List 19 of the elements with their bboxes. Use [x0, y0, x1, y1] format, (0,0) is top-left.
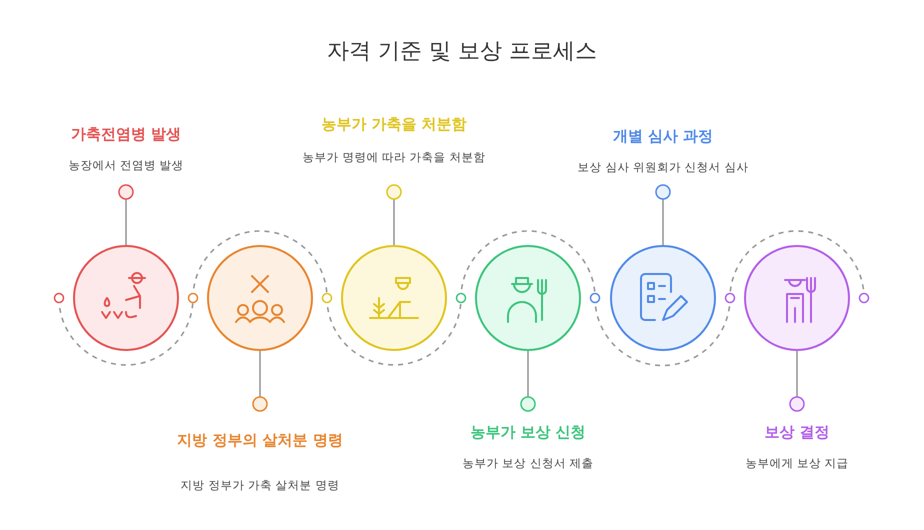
leader-line — [252, 351, 268, 412]
step-description: 농부에게 보상 지급 — [745, 456, 849, 471]
step-heading: 지방 정부의 살처분 명령 — [177, 431, 343, 450]
step-description: 농부가 명령에 따라 가축을 처분함 — [302, 150, 486, 165]
leader-line — [386, 184, 402, 245]
step-heading: 가축전염병 발생 — [70, 125, 182, 144]
step-heading: 농부가 보상 신청 — [470, 423, 586, 442]
step-description: 지방 정부가 가축 살처분 명령 — [180, 478, 340, 493]
step-description: 농장에서 전염병 발생 — [68, 158, 184, 173]
leader-line — [789, 351, 805, 412]
step-heading: 보상 결정 — [764, 423, 830, 442]
leader-line — [118, 184, 134, 245]
leader-line — [520, 351, 536, 412]
step-heading: 농부가 가축을 처분함 — [321, 115, 467, 134]
leader-line — [655, 184, 671, 245]
step-description: 보상 심사 위원회가 신청서 심사 — [578, 160, 748, 175]
diagram-title: 자격 기준 및 보상 프로세스 — [327, 39, 597, 64]
step-heading: 개별 심사 과정 — [612, 127, 714, 146]
step-description: 농부가 보상 신청서 제출 — [462, 456, 594, 471]
